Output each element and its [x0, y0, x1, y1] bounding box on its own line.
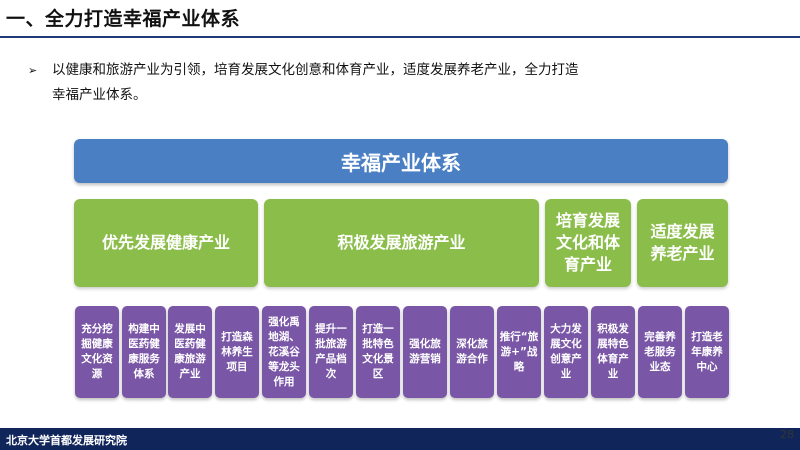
footer-institution: 北京大学首都发展研究院: [6, 434, 127, 447]
arrow-bullet-icon: ➢: [28, 64, 38, 77]
item-culture-1: 大力发展文化创意产业: [544, 306, 588, 398]
title-divider: [0, 36, 800, 38]
item-elderly-1: 完善养老服务业态: [638, 306, 682, 398]
page-title: 一、全力打造幸福产业体系: [6, 8, 241, 30]
item-tourism-6: 推行“旅游+”战略: [497, 306, 541, 398]
bullet-line-2: 幸福产业体系。: [52, 87, 147, 103]
item-elderly-2: 打造老年康养中心: [685, 306, 729, 398]
category-tourism: 积极发展旅游产业: [264, 199, 539, 287]
diagram-header: 幸福产业体系: [74, 139, 728, 183]
category-health: 优先发展健康产业: [74, 199, 258, 287]
item-tourism-2: 提升一批旅游产品档次: [309, 306, 353, 398]
item-health-2: 构建中医药健康服务体系: [122, 306, 166, 398]
category-elderly-care: 适度发展养老产业: [637, 199, 728, 287]
item-tourism-1: 强化禹地湖、花溪谷等龙头作用: [262, 306, 306, 398]
item-health-1: 充分挖掘健康文化资源: [75, 306, 119, 398]
item-tourism-3: 打造一批特色文化景区: [356, 306, 400, 398]
item-tourism-4: 强化旅游营销: [403, 306, 447, 398]
item-health-4: 打造森林养生项目: [215, 306, 259, 398]
item-tourism-5: 深化旅游合作: [450, 306, 494, 398]
item-culture-2: 积极发展特色体育产业: [591, 306, 635, 398]
bullet-paragraph: ➢ 以健康和旅游产业为引领，培育发展文化创意和体育产业，适度发展养老产业，全力打…: [28, 58, 752, 108]
footer-bar: 北京大学首都发展研究院: [0, 428, 800, 450]
bullet-line-1: 以健康和旅游产业为引领，培育发展文化创意和体育产业，适度发展养老产业，全力打造: [52, 62, 579, 78]
page-number: 28: [780, 428, 794, 441]
category-culture-sports: 培育发展文化和体育产业: [545, 199, 631, 287]
item-health-3: 发展中医药健康旅游产业: [168, 306, 212, 398]
